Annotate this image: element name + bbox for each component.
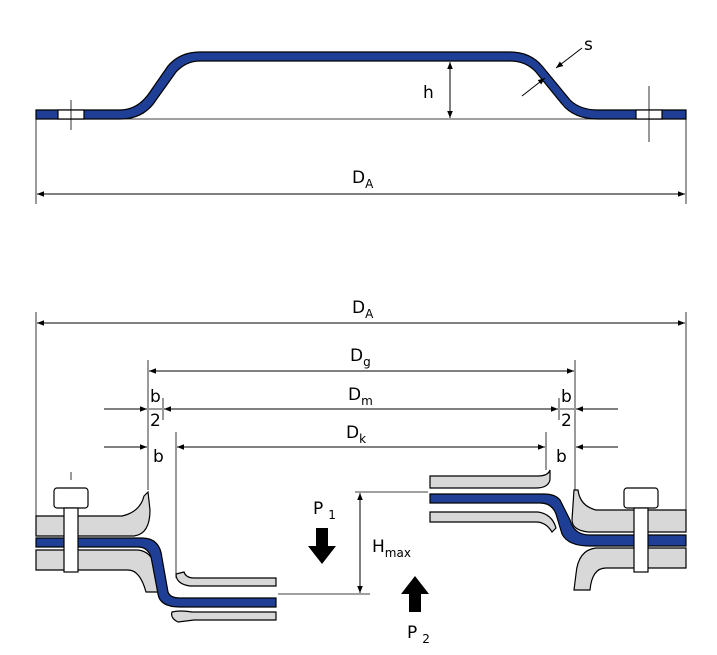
bolt-left-head — [53, 487, 89, 509]
s-arrow-outer — [555, 47, 583, 69]
hmax-label: Hmax — [372, 537, 411, 560]
dm-label: Dm — [348, 385, 373, 408]
bottom-installation-view: DA Dg Dm b 2 b 2 Dk b b — [35, 298, 687, 646]
left-membrane — [35, 537, 277, 608]
b-half-right-den: 2 — [561, 411, 572, 431]
diaphragm-profile — [35, 51, 687, 120]
bolt-right-head — [623, 487, 659, 509]
top-profile-view: h s DA — [35, 35, 687, 204]
p2-arrow — [401, 576, 429, 612]
da-label-top: DA — [352, 168, 374, 191]
s-arrow-inner — [521, 77, 546, 97]
b-half-right-num: b — [561, 387, 572, 407]
b-half-left-num: b — [150, 387, 161, 407]
b-half-left-den: 2 — [150, 411, 161, 431]
dk-label: Dk — [346, 423, 366, 446]
da-label-bottom: DA — [352, 298, 374, 321]
h-label: h — [423, 83, 434, 103]
left-flange-assembly — [35, 472, 277, 623]
s-label: s — [584, 35, 593, 55]
b-right-label: b — [556, 447, 567, 467]
b-left-label: b — [153, 447, 164, 467]
dg-label: Dg — [350, 346, 371, 369]
p1-arrow — [308, 528, 336, 564]
right-membrane — [429, 493, 687, 547]
right-flange-assembly — [429, 469, 687, 591]
